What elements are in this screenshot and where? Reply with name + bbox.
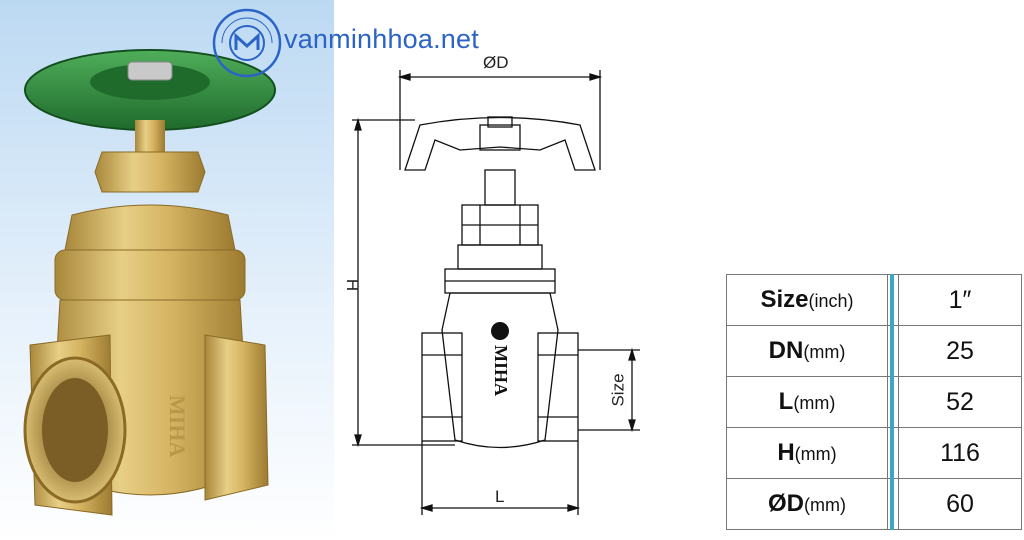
row-unit: (mm) xyxy=(794,444,837,464)
product-photo: MIHA xyxy=(0,0,334,540)
company-logo xyxy=(212,8,282,78)
dim-height-label: H xyxy=(343,278,363,292)
technical-drawing: MIHA ØD H L Size xyxy=(340,53,700,530)
row-value: 1″ xyxy=(898,274,1022,326)
row-label: H xyxy=(777,439,795,466)
row-label: ØD xyxy=(768,490,804,517)
row-unit: (inch) xyxy=(808,291,854,311)
row-unit: (mm) xyxy=(793,393,836,413)
table-row: Size(inch) 1″ xyxy=(726,274,1022,326)
table-row: L(mm) 52 xyxy=(726,376,1022,428)
separator-bar xyxy=(890,376,894,428)
dim-size-label: Size xyxy=(608,373,628,407)
separator-bar xyxy=(890,274,894,326)
row-label: Size xyxy=(760,286,809,313)
row-label: DN xyxy=(768,337,804,364)
dim-diameter-label: ØD xyxy=(483,53,509,72)
table-row: DN(mm) 25 xyxy=(726,325,1022,377)
site-url[interactable]: vanminhhoa.net xyxy=(284,24,479,54)
table-row: H(mm) 116 xyxy=(726,427,1022,479)
row-label: L xyxy=(778,388,794,415)
drawing-body-marking: MIHA xyxy=(491,345,511,396)
row-unit: (mm) xyxy=(804,495,846,515)
row-value: 116 xyxy=(898,427,1022,479)
row-value: 60 xyxy=(898,478,1022,530)
separator-bar xyxy=(890,325,894,377)
separator-bar xyxy=(890,427,894,479)
separator-bar xyxy=(890,478,894,530)
row-value: 25 xyxy=(898,325,1022,377)
table-row: ØD(mm) 60 xyxy=(726,478,1022,530)
body-marking: MIHA xyxy=(165,395,190,457)
row-value: 52 xyxy=(898,376,1022,428)
row-unit: (mm) xyxy=(803,342,846,362)
dim-length-label: L xyxy=(495,487,505,506)
spec-table: Size(inch) 1″ DN(mm) 25 L(mm) 52 H(mm) 1… xyxy=(726,274,1022,530)
